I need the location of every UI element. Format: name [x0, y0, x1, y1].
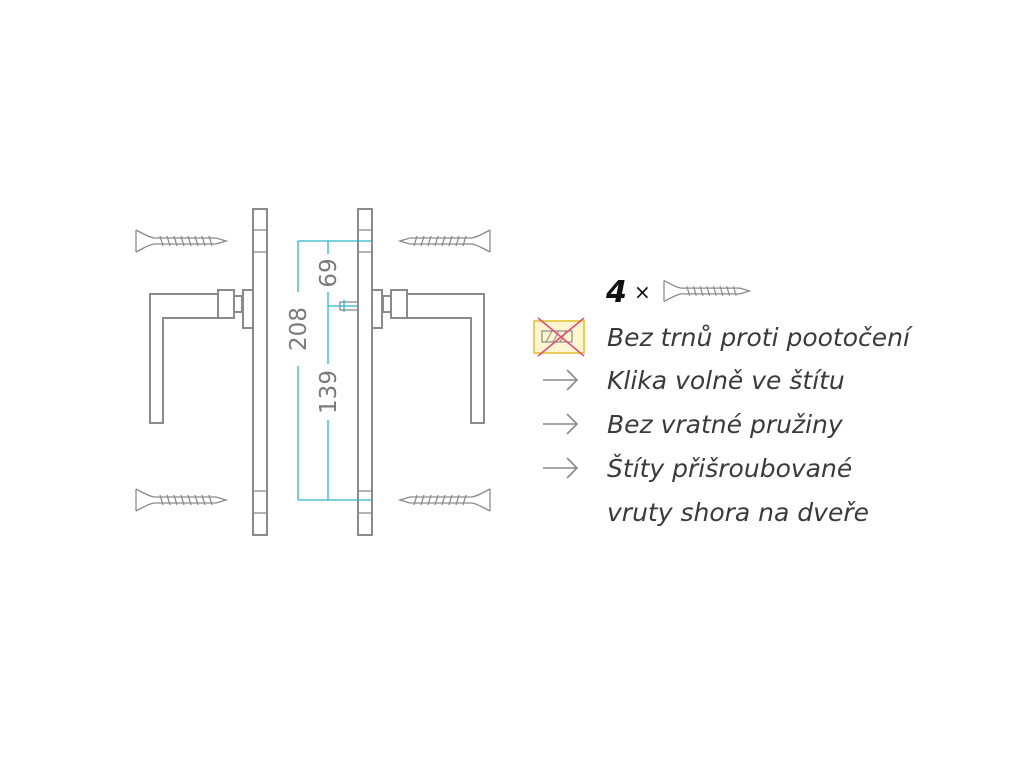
- note-no-return-spring: Bez vratné pružiny: [607, 410, 844, 439]
- dimension-lower-distance: 139: [316, 370, 342, 414]
- dimension-total-height: 208: [286, 307, 312, 351]
- screw-count-times: ×: [634, 280, 651, 304]
- left-lever-handle: [149, 289, 254, 424]
- dimension-lines: [297, 240, 372, 501]
- no-anti-rotation-pin-icon: [533, 317, 585, 357]
- note-no-anti-rotation-pins: Bez trnů proti pootočení: [607, 323, 913, 352]
- arrow-right-icon: [542, 369, 578, 391]
- screw-count-number: 4: [605, 275, 627, 310]
- screw-icon: [663, 279, 751, 303]
- right-lever-handle: [371, 289, 485, 424]
- screw-icon: [399, 488, 491, 512]
- screw-icon: [399, 229, 491, 253]
- screw-icon: [135, 229, 227, 253]
- note-plates-screwed-line2: vruty shora na dveře: [607, 498, 869, 527]
- left-escutcheon-plate: [252, 208, 268, 536]
- arrow-right-icon: [542, 413, 578, 435]
- right-escutcheon-plate: [357, 208, 373, 536]
- note-plates-screwed-line1: Štíty přišroubované: [607, 453, 852, 483]
- note-handle-free-in-plate: Klika volně ve štítu: [607, 366, 845, 395]
- arrow-right-icon: [542, 457, 578, 479]
- dimension-upper-distance: 69: [316, 258, 342, 287]
- screw-icon: [135, 488, 227, 512]
